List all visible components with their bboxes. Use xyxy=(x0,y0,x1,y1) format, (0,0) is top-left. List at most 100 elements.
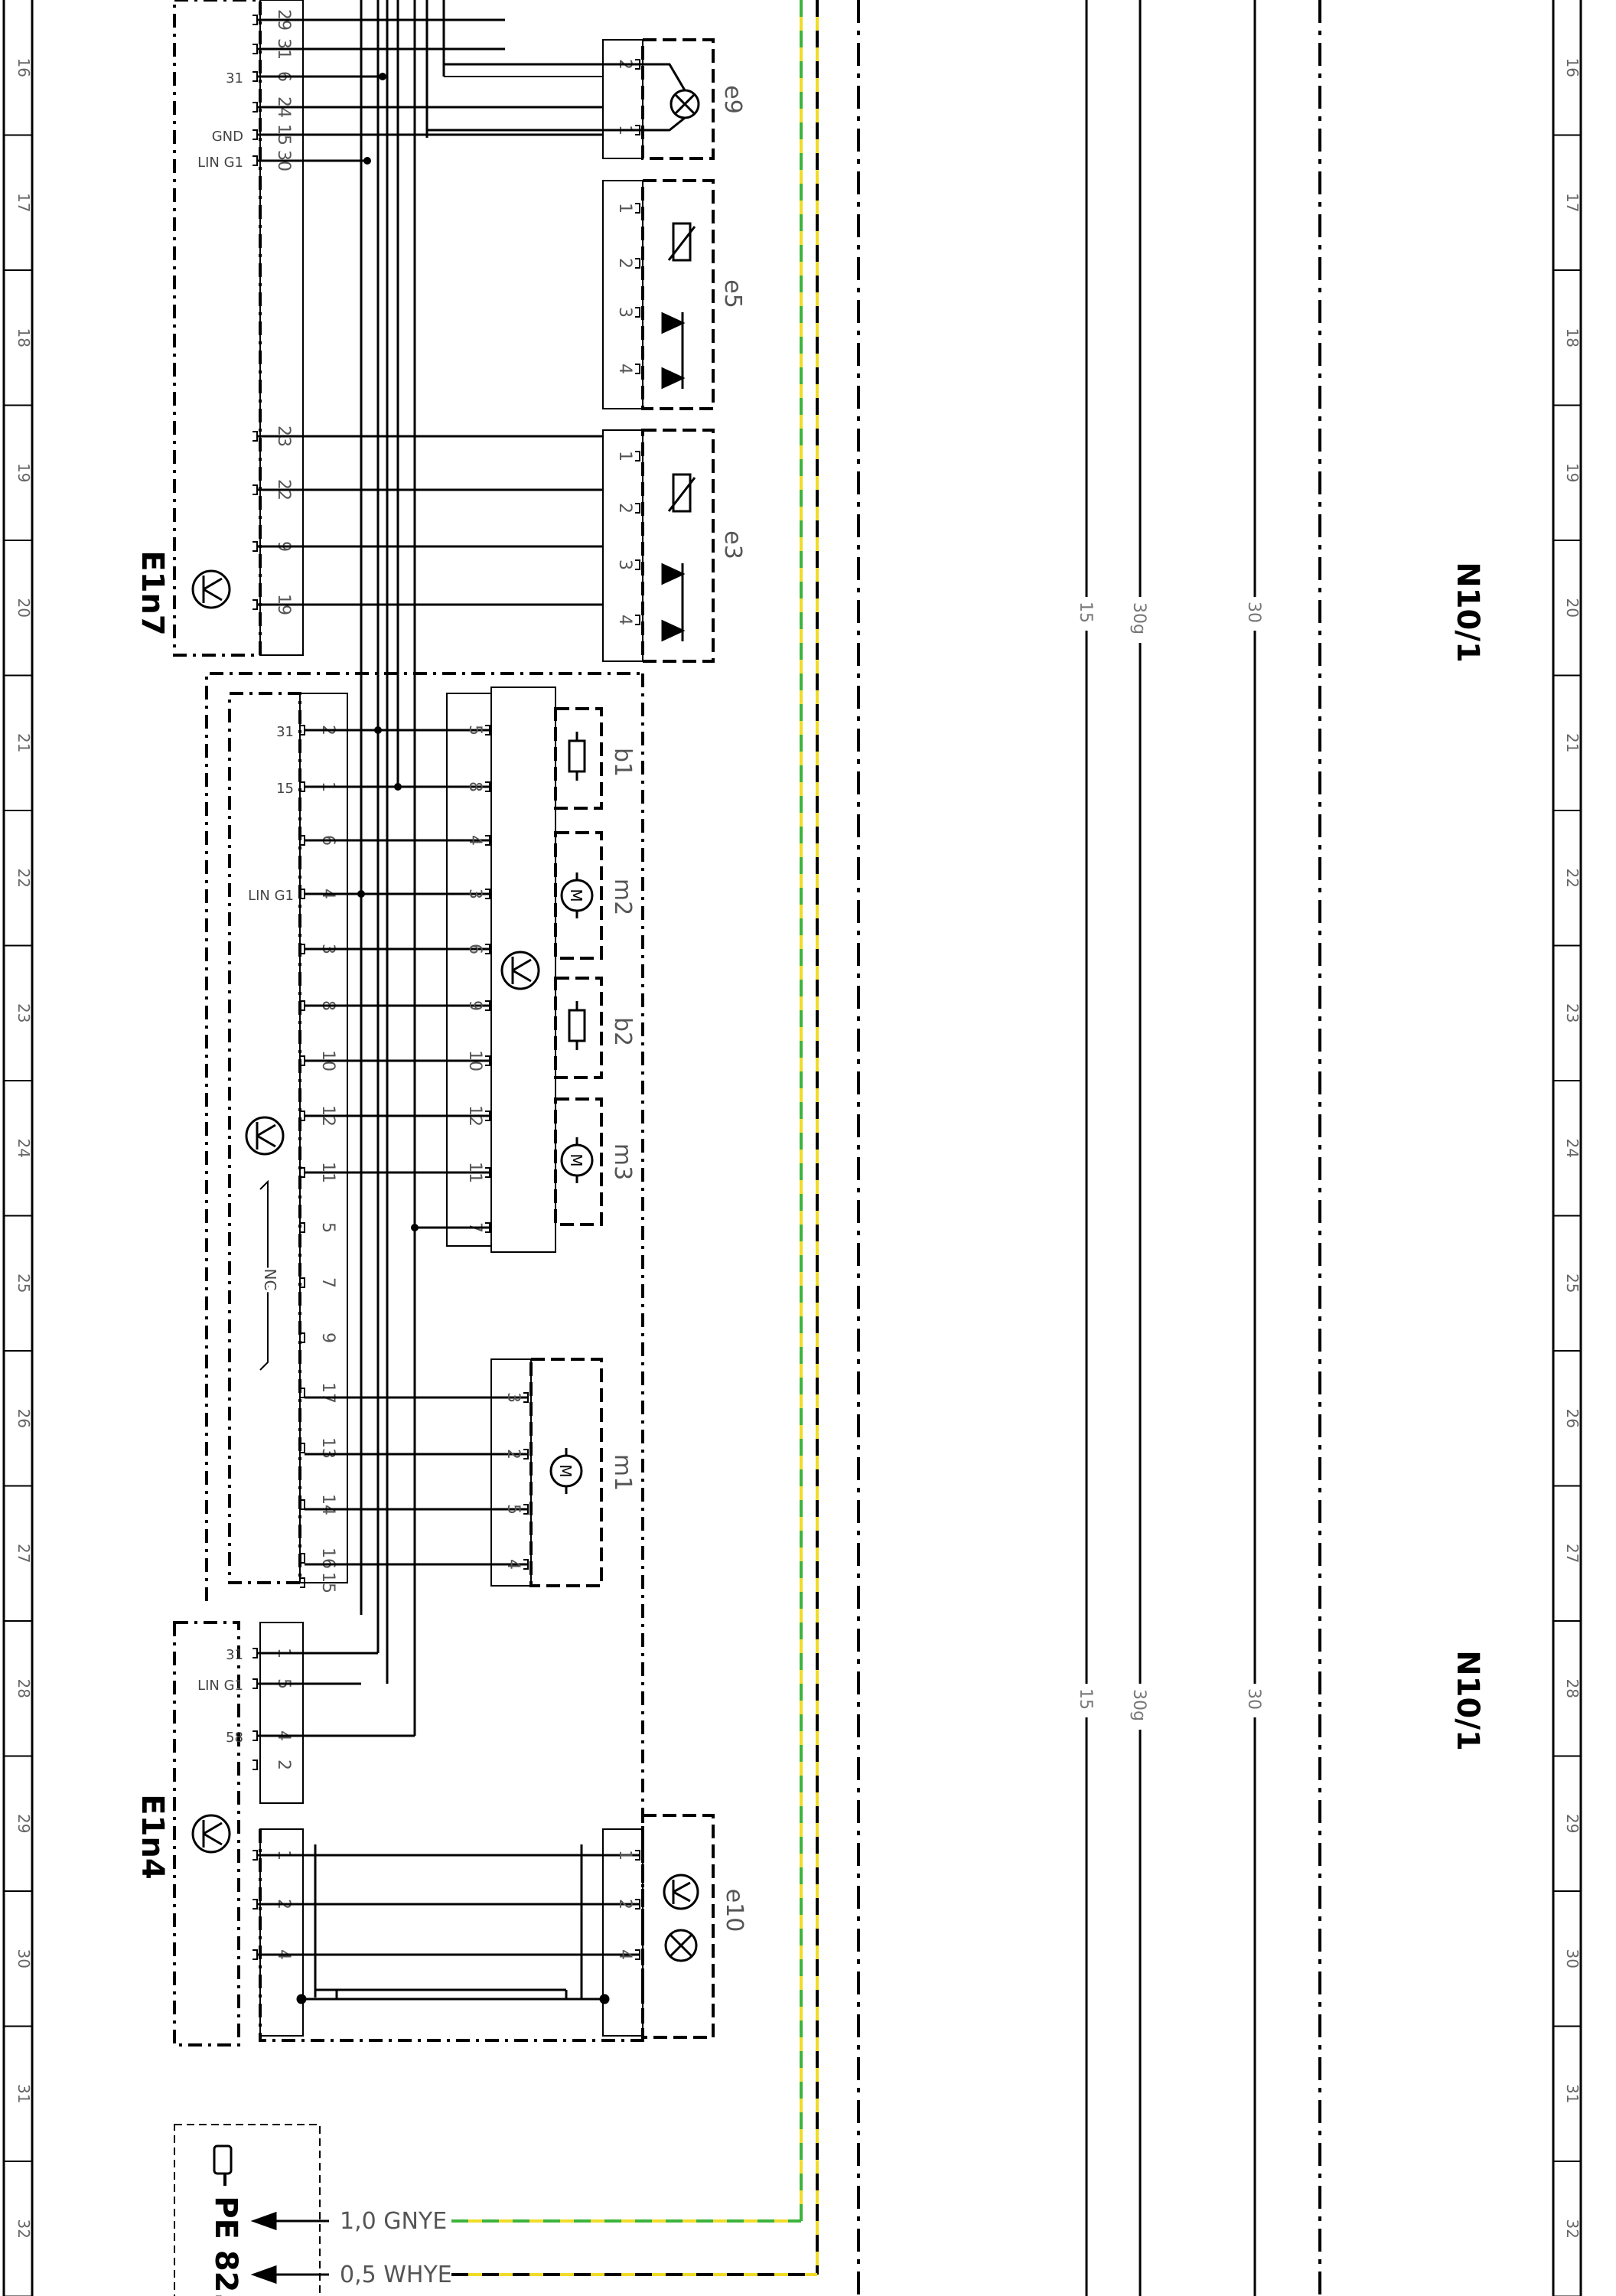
pin-terminal xyxy=(635,258,640,269)
pin-number: 3 xyxy=(465,889,484,899)
module-e9 xyxy=(641,38,715,160)
pin-terminal xyxy=(485,889,490,899)
module-m3 xyxy=(554,1097,603,1226)
module-label-e9: e9 xyxy=(719,85,746,114)
pin-terminal xyxy=(485,1110,490,1121)
grid-number: 16 xyxy=(15,58,33,77)
grid-number: 21 xyxy=(1563,733,1582,752)
reference-box xyxy=(174,2124,321,2296)
pin-terminal xyxy=(635,451,640,461)
pin-number: 3 xyxy=(615,307,634,318)
lamp-icon xyxy=(664,1929,698,1962)
pin-terminal xyxy=(635,1949,640,1960)
pin-terminal xyxy=(252,1760,258,1770)
pin-label: 15 xyxy=(276,781,294,797)
grid-number: 25 xyxy=(15,1274,33,1293)
transistor-icon xyxy=(663,1874,699,1910)
module-e3 xyxy=(641,429,715,663)
grid-number: 23 xyxy=(1563,1003,1582,1022)
grid-number: 19 xyxy=(1563,463,1582,482)
module-b2 xyxy=(554,977,603,1079)
motor-icon xyxy=(560,1137,594,1183)
grid-number: 21 xyxy=(15,733,33,752)
transistor-icon xyxy=(500,951,540,990)
reference-text: PE 82. xyxy=(208,2196,243,2296)
diode-icon xyxy=(661,311,686,390)
e10-connector xyxy=(602,1828,643,2037)
grid-number: 17 xyxy=(15,193,33,212)
pin-number: 13 xyxy=(318,1437,337,1459)
pointing-hand-icon xyxy=(213,2144,233,2186)
grid-number: 29 xyxy=(1563,1814,1582,1833)
junction-dot xyxy=(379,73,386,80)
pin-number: 5 xyxy=(503,1504,523,1515)
bus-label-30: 30 xyxy=(1244,1688,1263,1710)
grid-number: 19 xyxy=(15,463,33,482)
grid-number: 32 xyxy=(1563,2219,1582,2239)
transistor-icon xyxy=(191,1814,231,1854)
junction-dot xyxy=(363,157,371,165)
motor-symbol: M xyxy=(567,889,585,902)
module-label-e10: e10 xyxy=(721,1889,748,1932)
pin-terminal xyxy=(252,71,258,82)
grid-number: 30 xyxy=(1563,1949,1582,1968)
junction-dot xyxy=(411,1224,419,1231)
pin-terminal xyxy=(300,1332,305,1343)
bus-label-15: 15 xyxy=(1076,1688,1095,1710)
pin-terminal xyxy=(300,1499,305,1510)
trunk-wires xyxy=(360,0,445,1736)
pin-number: 4 xyxy=(503,1559,523,1570)
pin-terminal xyxy=(252,1730,258,1741)
pin-terminal xyxy=(252,15,258,25)
module-e5 xyxy=(641,179,715,410)
pin-terminal xyxy=(252,44,258,54)
grid-number: 27 xyxy=(1563,1544,1582,1563)
grid-number: 20 xyxy=(1563,598,1582,618)
module-m1 xyxy=(529,1358,603,1587)
module-b1 xyxy=(554,707,603,810)
pin-label: LIN G1 xyxy=(197,155,243,171)
bus-label-30g: 30g xyxy=(1129,602,1148,634)
pin-number: 6 xyxy=(465,944,484,954)
transistor-icon xyxy=(191,569,231,609)
bus-label-30: 30 xyxy=(1244,602,1263,623)
resistor-icon xyxy=(568,732,586,781)
pin-number: 14 xyxy=(318,1494,337,1515)
nc-bracket xyxy=(259,1179,269,1371)
bus-label-group-top: 15 30g 30 xyxy=(1076,597,1264,643)
e1n4-connector-lower xyxy=(259,1828,304,2037)
grid-number: 24 xyxy=(1563,1139,1582,1158)
inner-module xyxy=(446,687,556,1253)
lamp-icon xyxy=(635,63,700,132)
grid-ticks xyxy=(4,134,1581,2296)
pin-terminal xyxy=(300,1277,305,1288)
module-label-n10-1: N10/1 xyxy=(1450,1650,1485,1751)
motor-icon xyxy=(560,872,594,918)
pin-label: 31 xyxy=(276,724,294,740)
wire-arrows xyxy=(250,2211,329,2285)
pin-number: 10 xyxy=(465,1050,484,1071)
e1n4-e10-loop xyxy=(296,1844,610,2004)
module-label-e5: e5 xyxy=(719,279,746,308)
module-label-e1n4: E1n4 xyxy=(135,1794,170,1879)
pin-terminal xyxy=(252,1648,258,1658)
pin-terminal xyxy=(300,1443,305,1453)
pin-terminal xyxy=(635,203,640,214)
pin-terminal xyxy=(252,541,258,552)
pin-terminal xyxy=(523,1559,529,1570)
module-m2 xyxy=(554,831,603,960)
pin-number: 16 xyxy=(318,1548,337,1569)
module-center-outer xyxy=(205,672,644,1811)
pin-number: 1 xyxy=(615,1850,634,1861)
pin-terminal xyxy=(252,102,258,113)
module-label-n10-1: N10/1 xyxy=(1450,562,1485,663)
bus-label-15: 15 xyxy=(1076,602,1095,623)
pin-terminal xyxy=(300,1388,305,1398)
module-e10 xyxy=(641,1814,715,2039)
bus-label-30g: 30g xyxy=(1129,1689,1148,1721)
pin-number: 1 xyxy=(615,451,634,461)
motor-icon xyxy=(549,1448,583,1494)
pin-terminal xyxy=(485,944,490,954)
diode-icon xyxy=(661,563,686,642)
